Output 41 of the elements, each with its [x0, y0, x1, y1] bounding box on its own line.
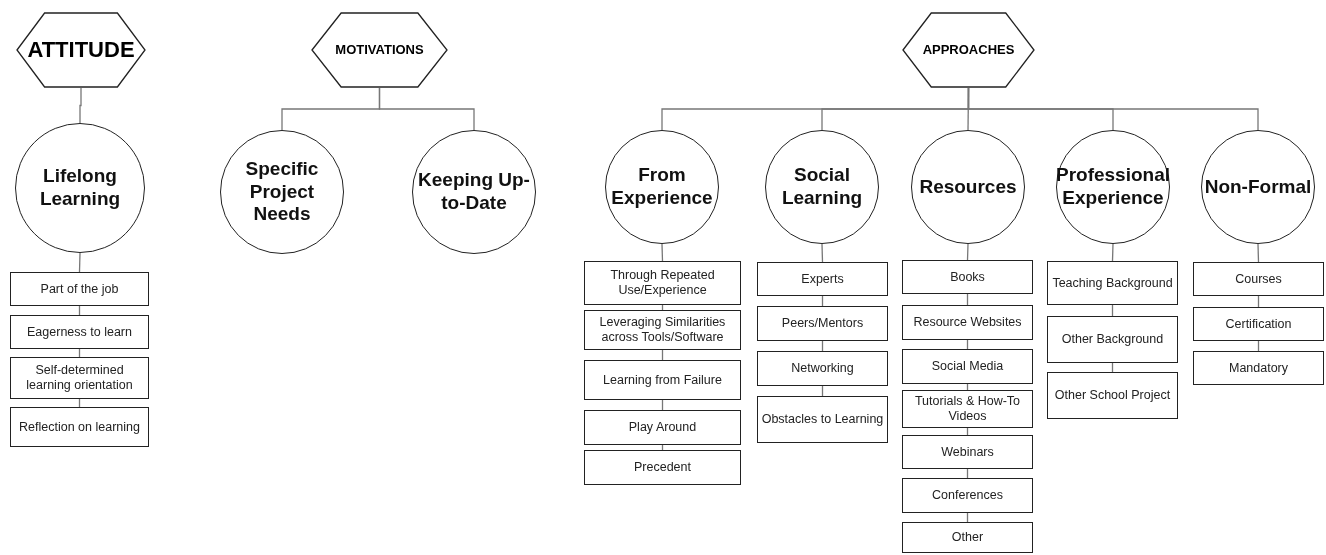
connector-line [821, 243, 824, 263]
category-box: Other Background [1047, 316, 1178, 363]
connector-line [1257, 243, 1260, 263]
category-box: Teaching Background [1047, 261, 1178, 305]
category-box: Peers/Mentors [757, 306, 888, 341]
category-box: Reflection on learning [10, 407, 149, 447]
connector-line [378, 87, 475, 131]
connector-line [78, 252, 81, 273]
category-box: Through Repeated Use/Experience [584, 261, 741, 305]
category-box: Mandatory [1193, 351, 1324, 385]
connector-line [967, 87, 1259, 131]
category-box: Part of the job [10, 272, 149, 306]
connector-line [966, 243, 969, 261]
category-box: Precedent [584, 450, 741, 485]
category-box: Conferences [902, 478, 1033, 513]
category-box: Other School Project [1047, 372, 1178, 419]
connector-line [1111, 243, 1114, 262]
category-box: Eagerness to learn [10, 315, 149, 349]
category-box: Resource Websites [902, 305, 1033, 340]
category-box: Courses [1193, 262, 1324, 296]
category-box: Webinars [902, 435, 1033, 469]
connector-line [966, 383, 969, 391]
category-box: Social Media [902, 349, 1033, 384]
hexagon-node: ATTITUDE [16, 12, 146, 88]
category-box: Play Around [584, 410, 741, 445]
connector-line [79, 87, 82, 124]
hexagon-node: MOTIVATIONS [311, 12, 448, 88]
category-box: Certification [1193, 307, 1324, 341]
category-box: Books [902, 260, 1033, 294]
category-box: Tutorials & How-To Videos [902, 390, 1033, 428]
category-box: Learning from Failure [584, 360, 741, 400]
category-box: Experts [757, 262, 888, 296]
category-box: Self-determined learning orientation [10, 357, 149, 399]
connector-line [661, 304, 664, 311]
category-box: Other [902, 522, 1033, 553]
connector-line [661, 243, 664, 262]
category-box: Leveraging Similarities across Tools/Software [584, 310, 741, 350]
category-box: Networking [757, 351, 888, 386]
category-box: Obstacles to Learning [757, 396, 888, 443]
connector-line [661, 444, 664, 451]
hexagon-node: APPROACHES [902, 12, 1035, 88]
